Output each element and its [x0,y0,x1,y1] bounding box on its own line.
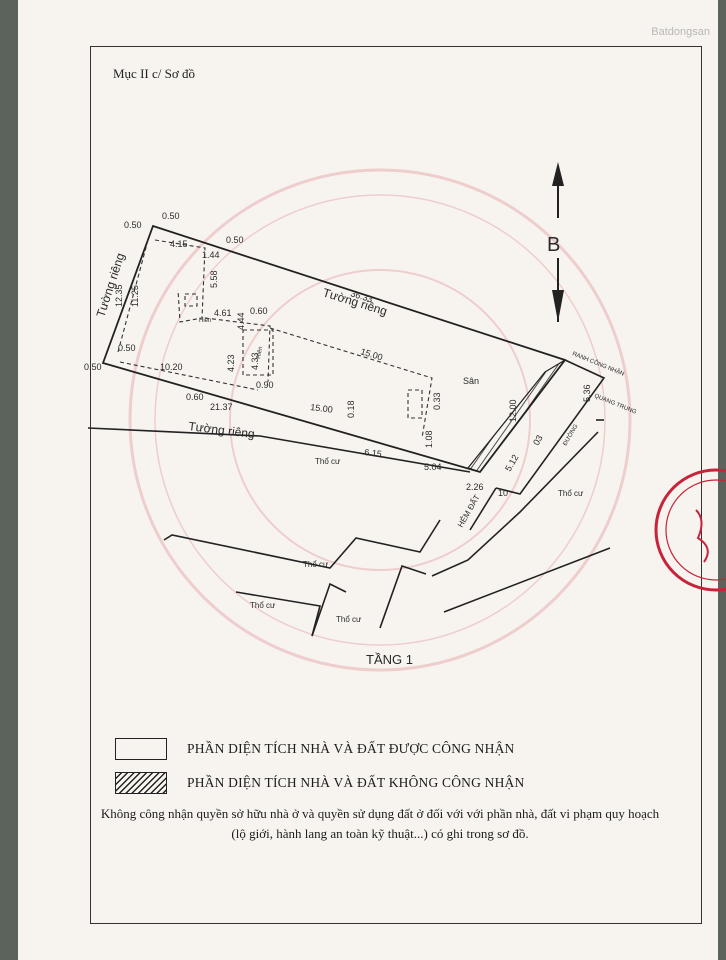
dim-label: 5.36 [582,384,592,402]
recognized-boundary-label: RANH CÔNG NHẬN [571,350,625,377]
wall-label-bottom: Tường riêng [188,419,256,441]
lane-lines [87,359,611,637]
dim-label: 12.00 [508,399,518,422]
dim-label: 4.44 [236,312,246,330]
neighbor-label-3: Thổ cư [303,560,329,569]
dim-label: 5.04 [424,462,442,472]
dim-label: 0.33 [432,392,442,410]
legend-recognized-text: PHẦN DIỆN TÍCH NHÀ VÀ ĐẤT ĐƯỢC CÔNG NHẬN [187,741,515,756]
neighbor-label-1: Thổ cư [315,457,341,466]
house-dashed-outline [117,239,433,439]
legend-recognized: PHẦN DIỆN TÍCH NHÀ VÀ ĐẤT ĐƯỢC CÔNG NHẬN [115,738,514,760]
dim-label: 5.58 [209,270,219,288]
dim-label: 0.50 [226,235,244,245]
legend-box-plain [115,738,167,760]
hatched-strip [466,359,566,473]
dim-label: 0.50 [118,343,136,353]
dim-label: 1.44 [202,250,220,260]
floor-label: TẦNG 1 [366,652,413,667]
legend-not-recognized-text: PHẦN DIỆN TÍCH NHÀ VÀ ĐẤT KHÔNG CÔNG NHẬ… [187,775,525,790]
dim-label: 4.15 [170,239,188,249]
road-label: ĐƯỜNG [562,423,580,447]
dim-label: 1.08 [424,430,434,448]
dim-label: 4.61 [214,308,232,318]
document-frame [90,46,702,924]
dim-label: 0.60 [250,306,268,316]
dim-label: 0.60 [186,392,204,402]
north-arrow: B [547,162,564,322]
dim-label: 0.50 [84,362,102,372]
legend-not-recognized: PHẦN DIỆN TÍCH NHÀ VÀ ĐẤT KHÔNG CÔNG NHẬ… [115,772,524,794]
dim-label: 0.90 [256,380,274,390]
dim-label: 4.33 [250,352,260,370]
dim-label: 4.23 [226,354,236,372]
dim-label: 0.50 [124,220,142,230]
neighbor-label-5: Thổ cư [336,615,362,624]
dim-label: 5.12 [503,453,520,473]
dim-label: 15.00 [359,346,383,362]
official-seal [654,468,726,592]
dim-label: 10 [498,488,508,498]
section-title: Mục II c/ Sơ đồ [113,66,195,81]
dim-label: 2.26 [466,482,484,492]
yard-label: Sân [463,376,479,386]
neighbor-label-4: Thổ cư [250,601,276,610]
legal-note: Không công nhận quyền sở hữu nhà ở và qu… [100,806,660,841]
dim-label: 11.25 [130,285,140,307]
dim-label: 0.50 [162,211,180,221]
document-page: Mục II c/ Sơ đồ Batdongsan [18,0,718,960]
dim-label: 15.00 [310,402,334,415]
dim-label: 6.15 [364,447,383,459]
faint-seal-background [128,168,632,672]
dim-label: 0.18 [346,400,356,418]
legend-box-hatched [115,772,167,794]
watermark: Batdongsan [651,26,710,38]
porch-label-1: Hiên [199,318,211,324]
porch-label-2: Hiên [256,346,264,359]
dim-label: 03 [531,433,545,447]
dim-label: 21.37 [210,402,233,412]
dim-label: 10.20 [160,362,183,372]
north-label: B [547,234,560,256]
alley-label: HẺM ĐẤT [455,493,482,529]
neighbor-label-2: Thổ cư [558,489,584,498]
dim-label: 12.35 [114,284,124,307]
